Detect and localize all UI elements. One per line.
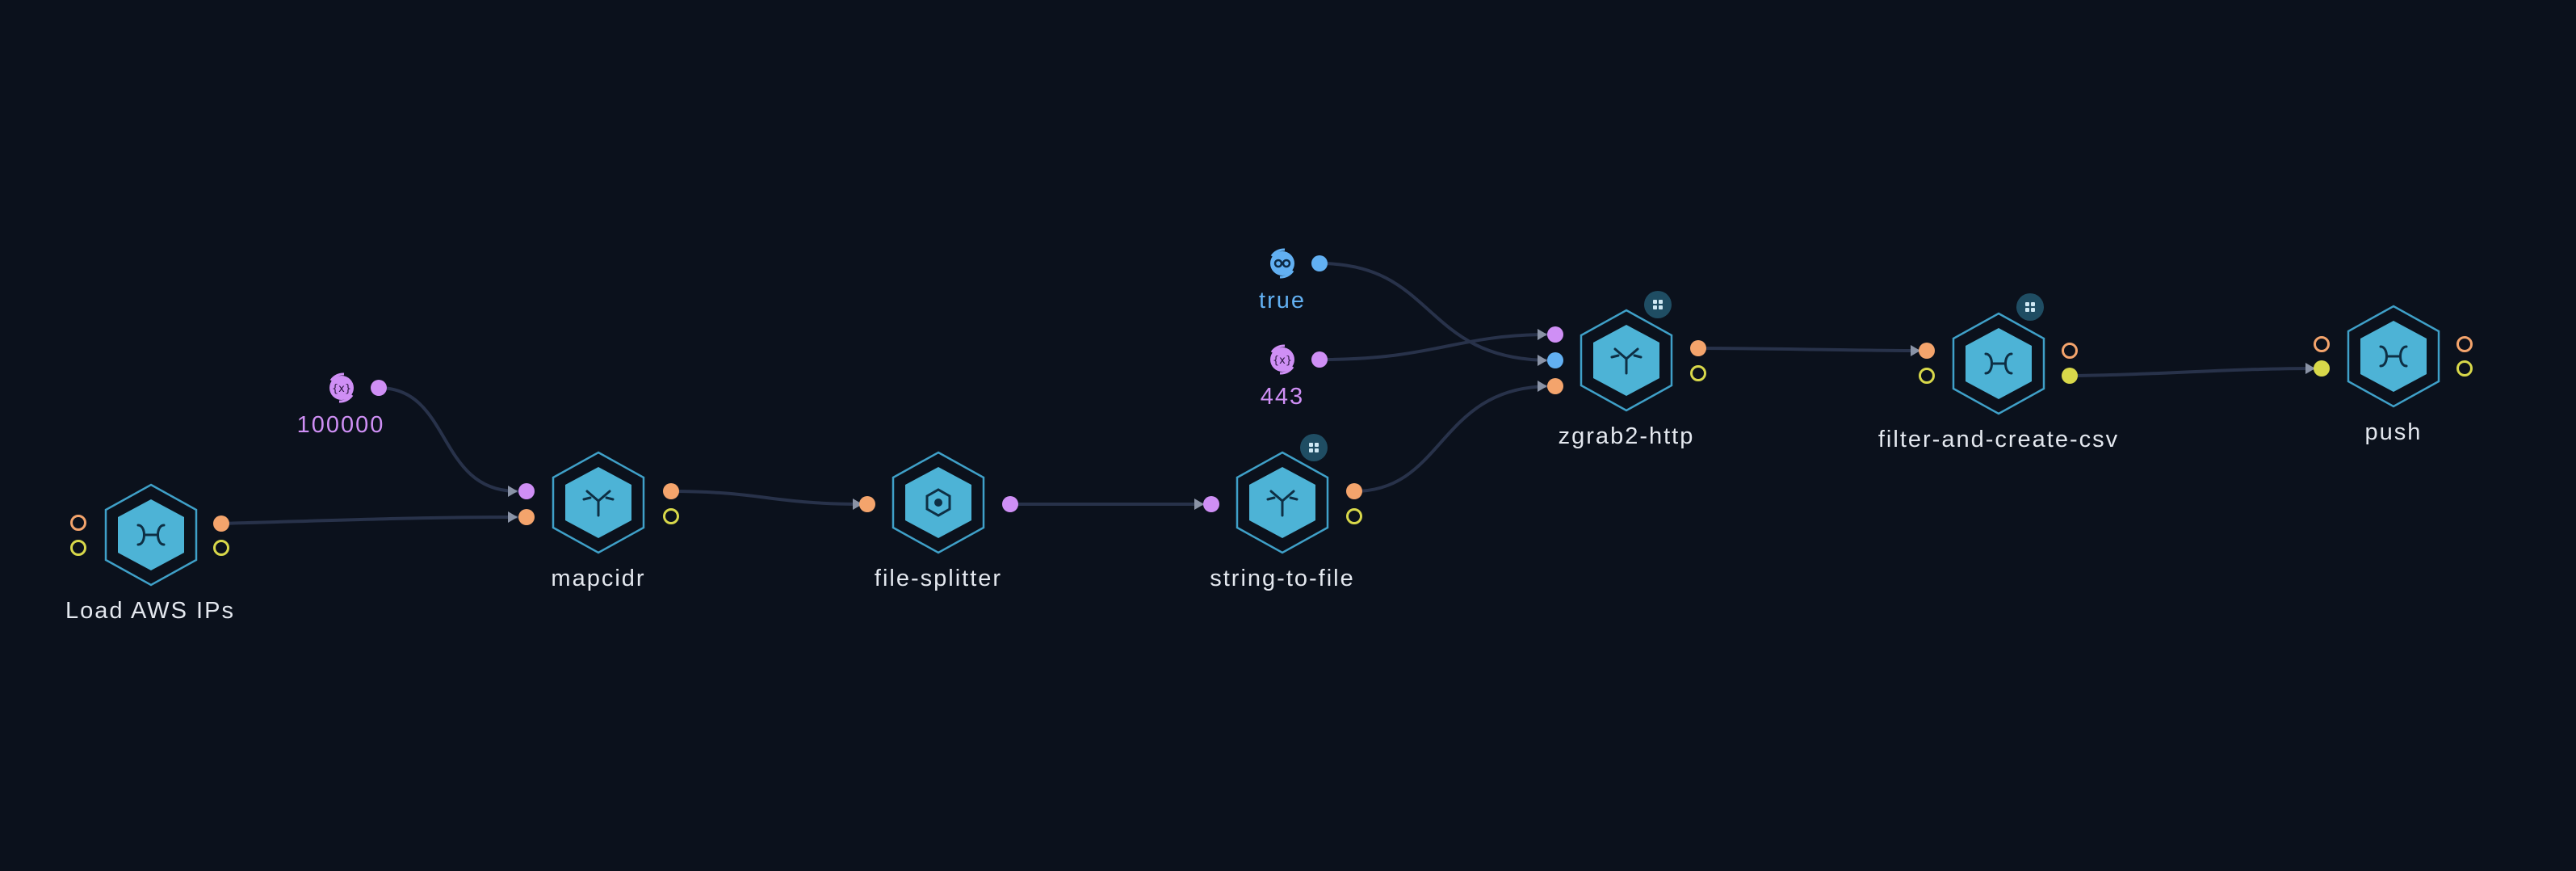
edge-true-to-zgrab2 (1318, 262, 1552, 362)
output-port[interactable] (1346, 483, 1362, 499)
input-port[interactable] (1919, 343, 1935, 359)
gear-icon (925, 488, 951, 517)
input-port[interactable] (518, 509, 535, 525)
input-arrow-icon (1538, 381, 1547, 392)
node-label: file-splitter (874, 566, 1003, 591)
node-string-to-file[interactable] (1233, 449, 1332, 556)
input-port[interactable] (859, 496, 875, 512)
output-port[interactable] (2062, 343, 2078, 359)
variable-icon[interactable]: {x} (326, 372, 357, 403)
edge-100000-to-mapcidr (377, 386, 518, 493)
node-load-aws-ips[interactable] (102, 482, 200, 588)
input-port[interactable] (70, 540, 86, 556)
output-port[interactable] (663, 508, 679, 524)
output-port[interactable] (213, 540, 229, 556)
output-port[interactable] (371, 380, 387, 396)
input-arrow-icon (1538, 355, 1547, 366)
output-port[interactable] (1002, 496, 1018, 512)
output-port[interactable] (1346, 508, 1362, 524)
edge-443-to-zgrab2 (1318, 333, 1552, 361)
param-value: 443 (1260, 384, 1305, 410)
output-port[interactable] (2062, 368, 2078, 384)
input-port[interactable] (1547, 378, 1563, 394)
node-label: zgrab2-http (1558, 423, 1695, 449)
output-port[interactable] (1690, 340, 1706, 356)
merge-icon (136, 524, 166, 546)
node-mapcidr[interactable] (549, 449, 648, 556)
edge-filter-to-push (2068, 367, 2318, 377)
edge-load-to-mapcidr (220, 515, 518, 525)
split-icon (1266, 490, 1298, 517)
input-port[interactable] (70, 515, 86, 531)
variable-icon[interactable]: {x} (1267, 344, 1298, 375)
node-file-splitter[interactable] (889, 449, 988, 556)
output-port[interactable] (1311, 351, 1328, 368)
node-label: mapcidr (551, 566, 646, 591)
merge-icon (2379, 345, 2408, 368)
output-port[interactable] (213, 515, 229, 532)
output-port[interactable] (2456, 360, 2473, 377)
input-arrow-icon (1538, 329, 1547, 340)
input-arrow-icon (1194, 499, 1204, 510)
grid-badge-icon[interactable] (2016, 293, 2044, 321)
input-arrow-icon (2305, 363, 2315, 374)
param-value: true (1259, 288, 1306, 313)
output-port[interactable] (663, 483, 679, 499)
svg-text:{x}: {x} (1273, 355, 1292, 367)
svg-text:{x}: {x} (332, 383, 351, 395)
edge-zgrab2-to-filter (1697, 347, 1924, 352)
node-filter-and-create-csv[interactable] (1949, 310, 2048, 417)
node-label: push (2364, 419, 2423, 445)
input-port[interactable] (1547, 352, 1563, 368)
input-port[interactable] (1547, 326, 1563, 343)
node-push[interactable] (2344, 303, 2443, 410)
input-port[interactable] (1203, 496, 1219, 512)
grid-badge-icon[interactable] (1300, 434, 1328, 461)
split-icon (582, 490, 615, 517)
input-port[interactable] (518, 483, 535, 499)
edge-mapcidr-to-file-splitter (669, 490, 862, 506)
node-label: string-to-file (1210, 566, 1355, 591)
input-arrow-icon (508, 511, 518, 523)
merge-icon (1984, 352, 2013, 375)
output-port[interactable] (1690, 365, 1706, 381)
input-arrow-icon (1911, 345, 1920, 356)
input-arrow-icon (508, 486, 518, 497)
grid-badge-icon[interactable] (1644, 291, 1672, 318)
node-label: filter-and-create-csv (1877, 427, 2120, 452)
param-value: 100000 (296, 412, 385, 438)
input-port[interactable] (2314, 336, 2330, 352)
output-port[interactable] (1311, 255, 1328, 271)
split-icon (1610, 347, 1643, 375)
output-port[interactable] (2456, 336, 2473, 352)
node-label: Load AWS IPs (65, 598, 235, 624)
input-port[interactable] (1919, 368, 1935, 384)
node-zgrab2-http[interactable] (1577, 307, 1676, 414)
input-port[interactable] (2314, 360, 2330, 377)
boolean-icon[interactable] (1267, 248, 1298, 279)
edge-string-to-file-to-zgrab2 (1353, 385, 1552, 493)
